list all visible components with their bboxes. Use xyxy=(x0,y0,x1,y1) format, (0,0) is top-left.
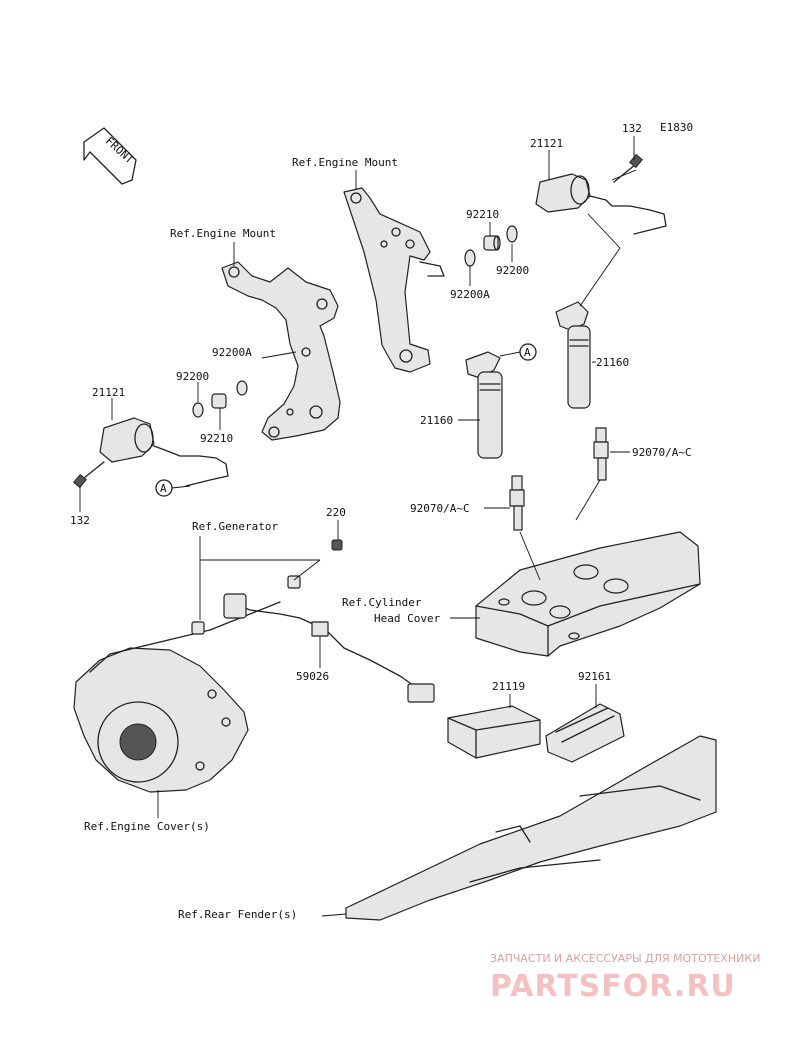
engine-cover-generator xyxy=(73,601,281,793)
washer-92200a-left xyxy=(236,380,248,396)
label-92210-left: 92210 xyxy=(200,432,233,445)
watermark-brand: PARTSFOR.RU xyxy=(490,969,736,1004)
label-132-top: 132 xyxy=(622,122,642,135)
bolt-132-left xyxy=(73,461,105,489)
ref-engine-mount-right: Ref.Engine Mount xyxy=(292,156,398,169)
ref-rear-fender: Ref.Rear Fender(s) xyxy=(178,908,297,921)
ignition-coil-left xyxy=(99,417,229,487)
collar-92210-left xyxy=(211,393,227,409)
watermark: ЗАПЧАСТИ И АКСЕССУАРЫ ДЛЯ МОТОТЕХНИКИ PA… xyxy=(490,952,760,1004)
plug-cap-21160-right xyxy=(555,301,591,409)
ref-engine-mount-left: Ref.Engine Mount xyxy=(170,227,276,240)
washer-92200-top xyxy=(506,225,518,243)
rear-fender xyxy=(345,735,717,921)
ref-generator: Ref.Generator xyxy=(192,520,278,533)
marker-a-top-label: A xyxy=(524,346,531,359)
connector-marker-a-top: A xyxy=(499,343,537,361)
label-92200a-left: 92200A xyxy=(212,346,252,359)
label-92070-right: 92070/A~C xyxy=(632,446,692,459)
wire-harness-59026 xyxy=(191,575,435,703)
plug-cap-21160-left xyxy=(465,351,503,459)
engine-mount-bracket-right xyxy=(343,187,445,373)
front-arrow-icon: FRONT xyxy=(83,127,137,185)
label-220: 220 xyxy=(326,506,346,519)
control-unit-21119 xyxy=(447,705,541,759)
ref-engine-cover: Ref.Engine Cover(s) xyxy=(84,820,210,833)
label-92200-top: 92200 xyxy=(496,264,529,277)
label-21160-right: 21160 xyxy=(596,356,629,369)
watermark-tagline: ЗАПЧАСТИ И АКСЕССУАРЫ ДЛЯ МОТОТЕХНИКИ xyxy=(490,952,760,965)
label-59026: 59026 xyxy=(296,670,329,683)
ref-cylinder-line2: Head Cover xyxy=(374,612,441,625)
diagram-code: E1830 xyxy=(660,121,693,134)
ref-cylinder-line1: Ref.Cylinder xyxy=(342,596,422,609)
ignition-coil-top xyxy=(535,169,667,235)
label-92200a-top: 92200A xyxy=(450,288,490,301)
label-92161: 92161 xyxy=(578,670,611,683)
cylinder-head-cover xyxy=(475,531,701,657)
marker-a-left-label: A xyxy=(160,482,167,495)
engine-mount-bracket-left xyxy=(221,261,341,441)
front-label: FRONT xyxy=(103,134,137,166)
label-21121-left: 21121 xyxy=(92,386,125,399)
collar-92210-top xyxy=(483,235,501,251)
label-21160-left: 21160 xyxy=(420,414,453,427)
washer-92200a-top xyxy=(464,249,476,267)
label-21121-top: 21121 xyxy=(530,137,563,150)
leader-lines xyxy=(79,136,635,917)
holder-92161 xyxy=(545,703,625,763)
bolt-132-top xyxy=(613,153,643,183)
label-21119: 21119 xyxy=(492,680,525,693)
spark-plug-left xyxy=(509,475,525,531)
connector-marker-a-left: A xyxy=(155,479,191,497)
label-92070-left: 92070/A~C xyxy=(410,502,470,515)
label-92210-top: 92210 xyxy=(466,208,499,221)
label-132-left: 132 xyxy=(70,514,90,527)
label-92200-left: 92200 xyxy=(176,370,209,383)
spark-plug-right xyxy=(593,427,609,481)
bolt-220 xyxy=(331,539,343,551)
washer-92200-left xyxy=(192,402,204,418)
